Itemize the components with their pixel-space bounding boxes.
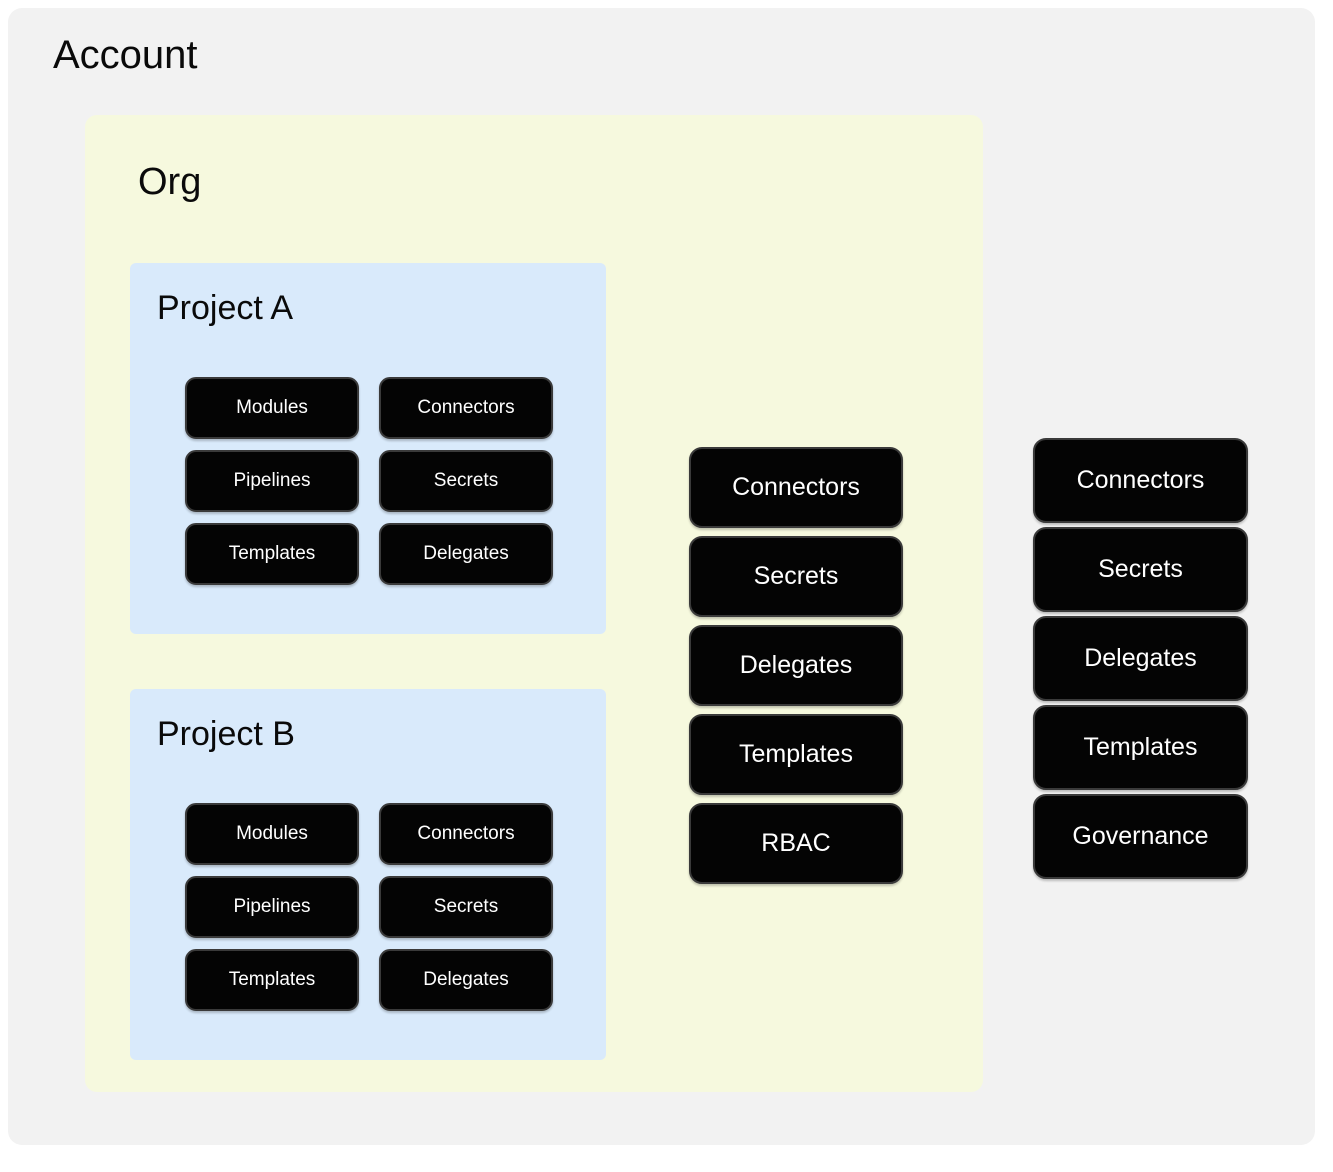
resource-chip[interactable]: RBAC	[689, 803, 903, 884]
resource-chip[interactable]: Connectors	[379, 803, 553, 865]
project-resource-grid-b: Modules Connectors Pipelines Secrets Tem…	[185, 803, 557, 1011]
org-scope-title: Org	[138, 161, 202, 203]
resource-chip[interactable]: Connectors	[689, 447, 903, 528]
project-resource-grid-a: Modules Connectors Pipelines Secrets Tem…	[185, 377, 557, 585]
account-resource-list: Connectors Secrets Delegates Templates G…	[1033, 438, 1248, 879]
resource-chip[interactable]: Governance	[1033, 794, 1248, 879]
resource-chip[interactable]: Connectors	[379, 377, 553, 439]
org-resource-list: Connectors Secrets Delegates Templates R…	[689, 447, 903, 884]
resource-chip[interactable]: Delegates	[689, 625, 903, 706]
project-title-b: Project B	[157, 715, 295, 753]
project-panel-b: Project B Modules Connectors Pipelines S…	[130, 689, 606, 1060]
resource-chip[interactable]: Modules	[185, 377, 359, 439]
resource-chip[interactable]: Connectors	[1033, 438, 1248, 523]
resource-chip[interactable]: Templates	[689, 714, 903, 795]
resource-chip[interactable]: Secrets	[379, 876, 553, 938]
resource-chip[interactable]: Templates	[1033, 705, 1248, 790]
resource-chip[interactable]: Templates	[185, 949, 359, 1011]
resource-chip[interactable]: Pipelines	[185, 450, 359, 512]
org-scope-container: Org Project A Modules Connectors Pipelin…	[85, 115, 983, 1092]
account-scope-title: Account	[53, 33, 198, 77]
resource-chip[interactable]: Pipelines	[185, 876, 359, 938]
resource-chip[interactable]: Templates	[185, 523, 359, 585]
project-panel-a: Project A Modules Connectors Pipelines S…	[130, 263, 606, 634]
resource-chip[interactable]: Delegates	[379, 949, 553, 1011]
resource-chip[interactable]: Secrets	[379, 450, 553, 512]
project-title-a: Project A	[157, 289, 294, 327]
resource-chip[interactable]: Secrets	[689, 536, 903, 617]
resource-chip[interactable]: Delegates	[1033, 616, 1248, 701]
resource-chip[interactable]: Delegates	[379, 523, 553, 585]
account-scope-container: Account Org Project A Modules Connectors…	[8, 8, 1315, 1145]
resource-chip[interactable]: Secrets	[1033, 527, 1248, 612]
resource-chip[interactable]: Modules	[185, 803, 359, 865]
